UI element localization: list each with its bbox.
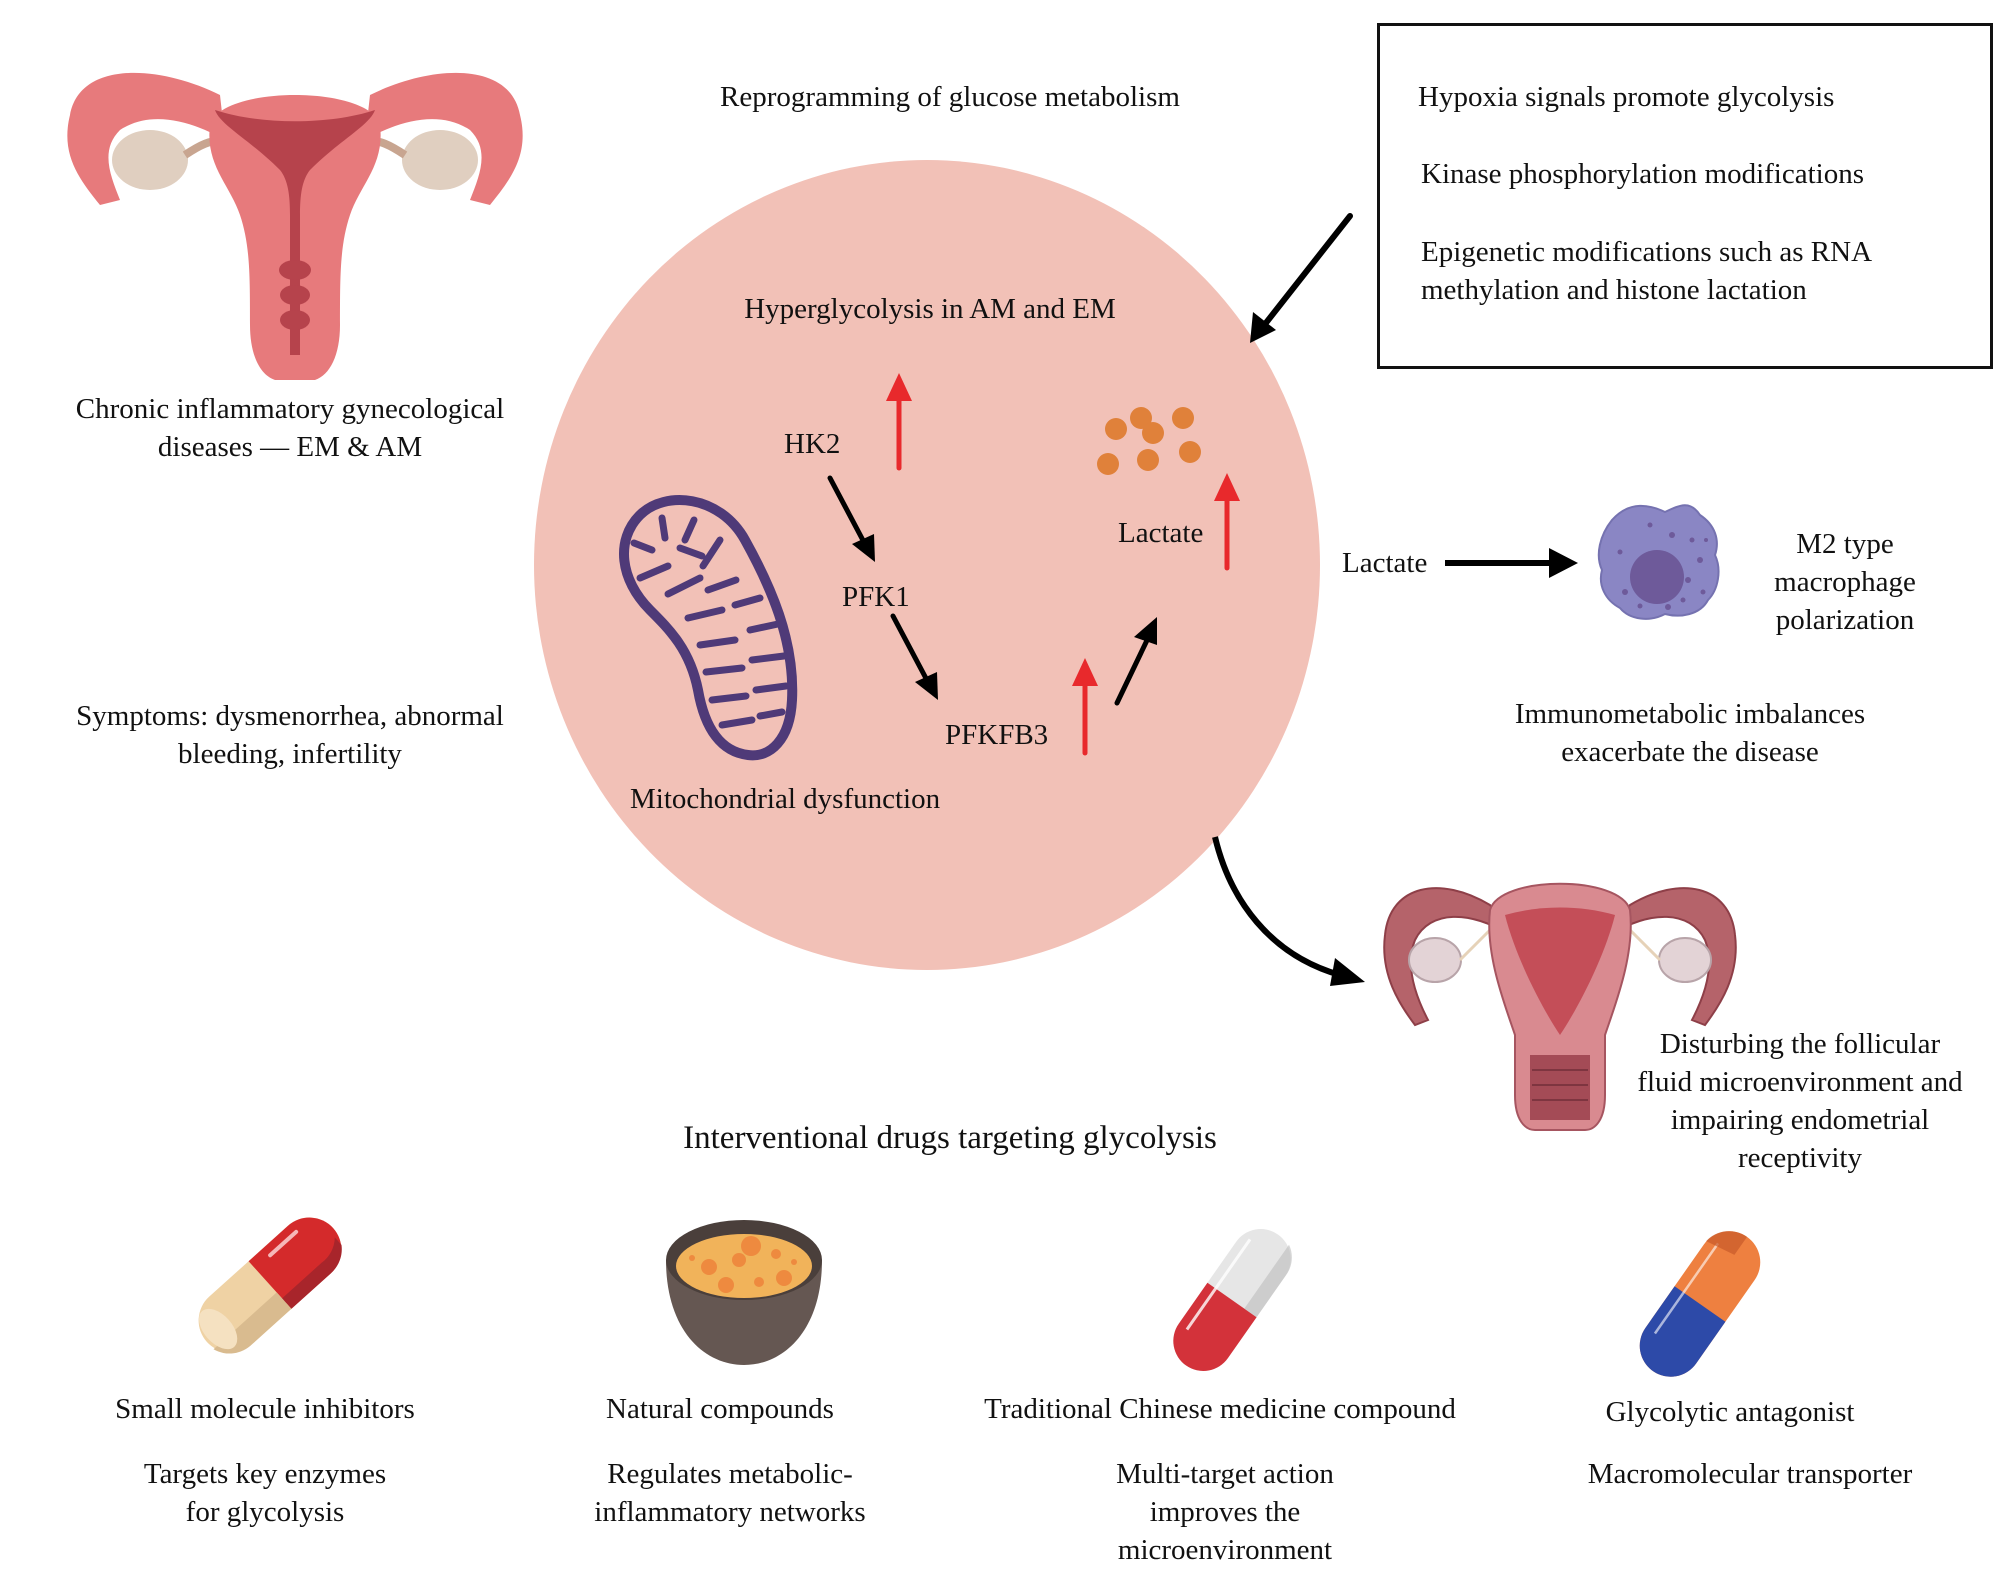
regulation-arrowhead (1250, 312, 1276, 343)
lactate-label: Lactate (1118, 517, 1204, 549)
drug-desc-line: Regulates metabolic- (607, 1458, 853, 1490)
drug-desc-tcm: Multi-target action improves the microen… (1025, 1455, 1425, 1569)
disease-label-line: Chronic inflammatory gynecological (75, 393, 505, 425)
herbal-bowl-icon (666, 1220, 822, 1365)
drug-desc-line: Multi-target action (1116, 1458, 1334, 1490)
upregulation-arrow-hk2 (886, 373, 912, 471)
immunometabolic-label: Immunometabolic imbalances exacerbate th… (1440, 695, 1940, 771)
disease-label-line: diseases — EM & AM (157, 431, 423, 463)
regulation-item-epigenetic-line: methylation and histone lactation (1421, 274, 1807, 306)
arrow-pfkfb3-to-lactate (1114, 631, 1153, 706)
drug-desc-glycolytic-antagonist: Macromolecular transporter (1540, 1455, 1960, 1493)
drug-desc-line: Targets key enzymes (143, 1458, 387, 1490)
affected-uterus-icon (1383, 882, 1737, 1131)
macrophage-label-line: polarization (1775, 604, 1915, 636)
macrophage-label-line: macrophage (1774, 566, 1916, 598)
fertility-label-line: receptivity (1737, 1142, 1862, 1174)
capsule-blue-orange-icon (1639, 1231, 1761, 1377)
upregulation-arrow-pfkfb3 (1072, 658, 1098, 756)
enzyme-hk2: HK2 (784, 428, 841, 460)
symptoms-label-line: bleeding, infertility (178, 738, 402, 770)
regulation-arrow (1255, 213, 1353, 336)
arrow-hk2-to-pfk1 (827, 475, 869, 549)
symptoms-label-line: Symptoms: dysmenorrhea, abnormal (76, 700, 504, 732)
drug-desc-natural-compounds: Regulates metabolic- inflammatory networ… (530, 1455, 930, 1531)
drug-desc-small-molecule: Targets key enzymes for glycolysis (65, 1455, 465, 1531)
page-title: Reprogramming of glucose metabolism (720, 81, 1180, 113)
curved-arrowhead-to-fertility (1330, 958, 1365, 986)
regulation-box (1377, 23, 1993, 369)
macrophage-icon (1597, 504, 1720, 620)
uterus-icon (67, 72, 523, 380)
macrophage-label: M2 type macrophage polarization (1745, 525, 1945, 639)
mitochondria-label: Mitochondrial dysfunction (630, 783, 941, 815)
drug-name-natural-compounds: Natural compounds (606, 1393, 834, 1425)
fertility-label-line: fluid microenvironment and (1637, 1066, 1963, 1098)
immunometabolic-label-line: Immunometabolic imbalances (1514, 698, 1866, 730)
fertility-label-line: Disturbing the follicular (1659, 1028, 1941, 1060)
lactate-molecules-icon (1097, 407, 1201, 475)
enzyme-pfkfb3: PFKFB3 (945, 719, 1049, 751)
fertility-label-line: impairing endometrial (1670, 1104, 1930, 1136)
arrowhead-pfkfb3-to-lactate (1134, 617, 1157, 645)
capsule-red-white-icon (1173, 1229, 1292, 1371)
interventions-title: Interventional drugs targeting glycolysi… (683, 1120, 1217, 1156)
drug-name-small-molecule: Small molecule inhibitors (115, 1393, 415, 1425)
arrowhead-pfk1-to-pfkfb3 (915, 672, 938, 700)
drug-desc-line: for glycolysis (185, 1496, 345, 1528)
upregulation-arrow-lactate (1214, 473, 1240, 571)
arrowhead-hk2-to-pfk1 (852, 534, 875, 562)
circle-title: Hyperglycolysis in AM and EM (744, 293, 1116, 325)
drug-desc-line: microenvironment (1117, 1534, 1333, 1566)
disease-label: Chronic inflammatory gynecological disea… (40, 390, 540, 466)
mitochondria-icon (619, 495, 798, 761)
regulation-item-epigenetic: Epigenetic modifications such as RNA met… (1421, 233, 1872, 309)
immunometabolic-label-line: exacerbate the disease (1561, 736, 1819, 768)
enzyme-pfk1: PFK1 (842, 581, 910, 613)
drug-desc-line: improves the (1149, 1496, 1301, 1528)
lactate-input-label: Lactate (1342, 547, 1428, 579)
drug-desc-line: Macromolecular transporter (1587, 1458, 1913, 1490)
capsule-red-beige-icon (198, 1217, 342, 1354)
regulation-item-kinase: Kinase phosphorylation modifications (1421, 158, 1864, 190)
regulation-item-epigenetic-line: Epigenetic modifications such as RNA (1421, 236, 1873, 268)
fertility-label: Disturbing the follicular fluid microenv… (1590, 1025, 2008, 1177)
arrow-pfk1-to-pfkfb3 (890, 613, 932, 687)
arrowhead-lactate-to-macrophage (1549, 548, 1578, 578)
macrophage-label-line: M2 type (1796, 528, 1894, 560)
glycolysis-circle (534, 160, 1320, 970)
symptoms-label: Symptoms: dysmenorrhea, abnormal bleedin… (40, 697, 540, 773)
drug-name-glycolytic-antagonist: Glycolytic antagonist (1605, 1396, 1855, 1428)
curved-arrow-to-fertility (1212, 836, 1341, 978)
drug-desc-line: inflammatory networks (594, 1496, 866, 1528)
regulation-item-hypoxia: Hypoxia signals promote glycolysis (1418, 81, 1835, 113)
drug-name-tcm: Traditional Chinese medicine compound (984, 1393, 1456, 1425)
